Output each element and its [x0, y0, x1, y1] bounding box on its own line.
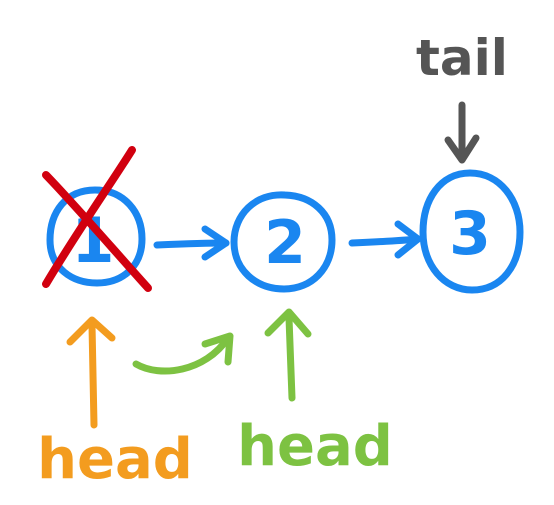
- delete-cross-stroke-1: [42, 171, 152, 292]
- move-head-arrow-icon: [132, 332, 234, 375]
- old-head-pointer: head: [37, 316, 193, 492]
- next-arrow-2-to-3: [348, 220, 422, 259]
- new-head-label: head: [237, 414, 393, 479]
- node-3-circle: [419, 169, 524, 294]
- old-head-label: head: [37, 427, 193, 492]
- node-3-label: 3: [449, 199, 491, 269]
- old-head-arrow-icon: [88, 321, 98, 429]
- node-2: 2: [230, 191, 336, 293]
- new-head-pointer: head: [237, 308, 393, 479]
- tail-pointer: tail: [416, 29, 508, 164]
- next-arrow-1-to-2: [153, 225, 230, 261]
- delete-cross-icon: [42, 146, 152, 292]
- node-2-circle: [230, 191, 336, 293]
- delete-cross-stroke-2: [42, 146, 136, 288]
- node-1-circle: [46, 186, 146, 287]
- node-3: 3: [419, 169, 524, 294]
- new-head-arrow-icon: [285, 314, 296, 402]
- tail-label: tail: [416, 29, 508, 87]
- node-2-label: 2: [264, 208, 306, 278]
